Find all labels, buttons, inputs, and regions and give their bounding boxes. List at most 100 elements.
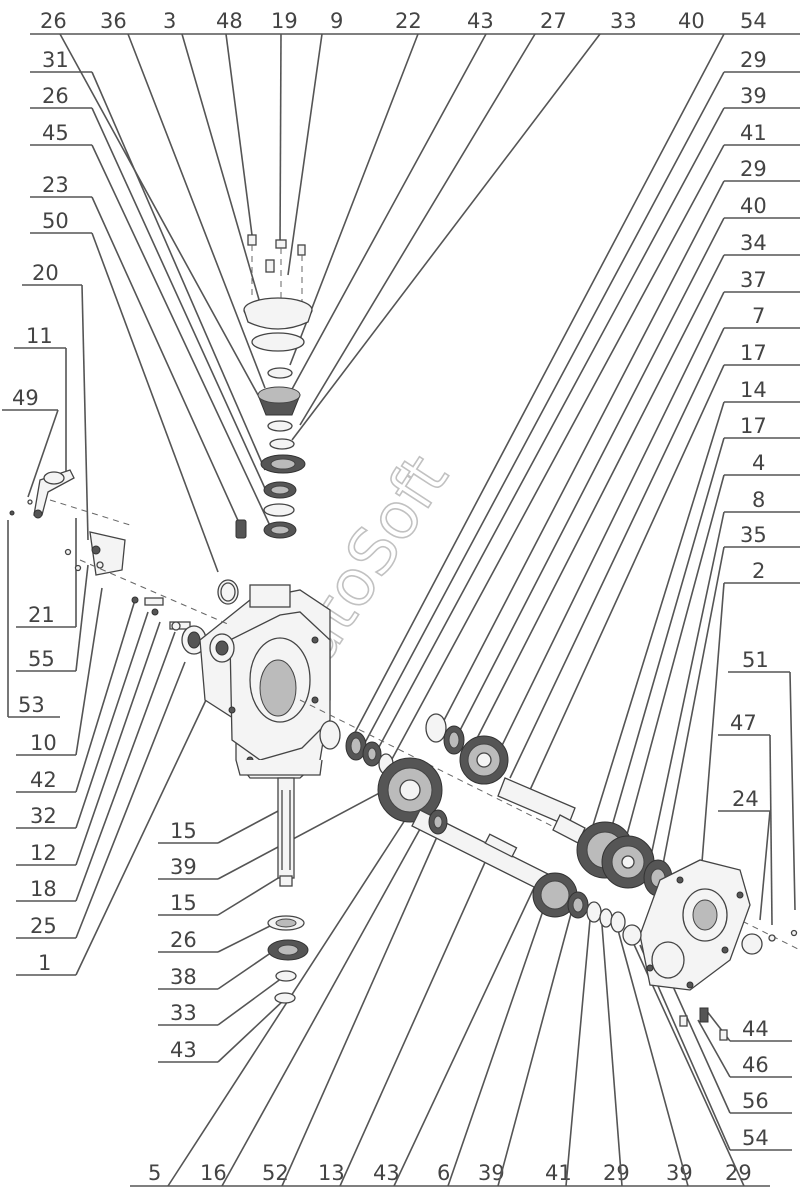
callout-label: 14 (740, 378, 767, 402)
callout-label: 39 (170, 855, 197, 879)
seal (267, 915, 305, 931)
callout-label: 26 (170, 928, 197, 952)
bearing (567, 891, 589, 919)
callout-label: 15 (170, 891, 197, 915)
callout-label: 6 (437, 1161, 450, 1185)
callout-label: 35 (740, 523, 767, 547)
callout-label: 40 (678, 9, 705, 33)
oil-seal (622, 924, 642, 946)
callout-label: 20 (32, 261, 59, 285)
lower-gear-assembly (532, 872, 626, 933)
callout-label: 7 (752, 304, 765, 328)
callout-label: 26 (42, 84, 69, 108)
callout-label: 51 (742, 648, 769, 672)
callout-label: 1 (38, 951, 51, 975)
callout-label: 15 (170, 819, 197, 843)
leader-lines (7, 33, 796, 1187)
washer (586, 901, 602, 923)
callout-label: 17 (740, 414, 767, 438)
callout-label: 47 (730, 711, 757, 735)
callout-label: 24 (732, 787, 759, 811)
callout-label: 48 (216, 9, 243, 33)
callout-label: 55 (28, 647, 55, 671)
gearbox-housing (199, 584, 331, 779)
callout-label: 22 (395, 9, 422, 33)
callout-label: 27 (540, 9, 567, 33)
pin (131, 596, 164, 616)
end-cover (639, 859, 751, 991)
bearing (443, 725, 465, 755)
callout-label: 17 (740, 341, 767, 365)
spur-gear (459, 735, 509, 785)
callout-label: 21 (28, 603, 55, 627)
right-gear-cluster (576, 821, 673, 897)
callout-label: 29 (603, 1161, 630, 1185)
callout-label: 42 (30, 768, 57, 792)
callout-label: 43 (170, 1038, 197, 1062)
upper-left-labels: 31 26 45 23 50 20 11 49 (2, 48, 92, 411)
callout-label: 33 (170, 1001, 197, 1025)
bearing (428, 809, 448, 835)
callout-label: 25 (30, 914, 57, 938)
callout-label: 31 (42, 48, 69, 72)
bearing (260, 454, 306, 474)
callout-label: 43 (467, 9, 494, 33)
bolt (679, 1015, 688, 1027)
callout-label: 36 (100, 9, 127, 33)
bolt (719, 1029, 728, 1041)
callout-label: 56 (742, 1089, 769, 1113)
circlip (319, 720, 341, 750)
callout-label: 53 (18, 693, 45, 717)
gasket (251, 332, 305, 352)
middle-shaft-assembly (319, 720, 561, 897)
callout-label: 45 (42, 121, 69, 145)
callout-label: 33 (610, 9, 637, 33)
callout-label: 50 (42, 209, 69, 233)
callout-label: 39 (740, 84, 767, 108)
bolt (275, 239, 287, 310)
top-parts (235, 234, 313, 539)
callout-label: 37 (740, 268, 767, 292)
callout-label: 3 (163, 9, 176, 33)
callout-label: 16 (200, 1161, 227, 1185)
callout-label: 12 (30, 841, 57, 865)
bearing (263, 481, 297, 499)
bearing (362, 741, 382, 767)
washer (275, 970, 297, 982)
callout-label: 46 (742, 1053, 769, 1077)
callout-label: 10 (30, 731, 57, 755)
washer (610, 911, 626, 933)
callout-label: 43 (373, 1161, 400, 1185)
callout-label: 23 (42, 173, 69, 197)
callout-label: 40 (740, 194, 767, 218)
vertical-shaft (267, 777, 309, 1004)
breather-plug (235, 519, 247, 539)
bearing (267, 939, 309, 961)
cap-washer (741, 933, 763, 955)
washer (267, 420, 293, 432)
callout-label: 9 (330, 9, 343, 33)
callout-label: 18 (30, 877, 57, 901)
callout-label: 11 (26, 324, 53, 348)
left-labels: 21 55 53 10 42 32 12 18 25 1 (8, 603, 76, 976)
callout-label: 5 (148, 1161, 161, 1185)
callout-label: 13 (318, 1161, 345, 1185)
top-label-row: 26 36 3 48 19 9 22 43 27 33 40 54 (30, 9, 800, 35)
circlip (267, 367, 293, 379)
callout-label: 54 (740, 9, 767, 33)
callout-label: 8 (752, 488, 765, 512)
callout-label: 39 (666, 1161, 693, 1185)
circlip (599, 908, 613, 928)
bearing (263, 521, 297, 539)
selector-fork (89, 531, 126, 576)
right-labels: 29 39 41 29 40 34 37 7 17 14 17 4 8 35 2… (718, 48, 800, 1151)
shaft-labels: 15 39 15 26 38 33 43 (158, 819, 218, 1063)
washer (269, 438, 295, 450)
callout-label: 49 (12, 386, 39, 410)
seal (263, 503, 295, 517)
callout-label: 4 (752, 451, 765, 475)
callout-label: 2 (752, 559, 765, 583)
callout-label: 29 (740, 157, 767, 181)
lever-linkage (9, 469, 239, 655)
